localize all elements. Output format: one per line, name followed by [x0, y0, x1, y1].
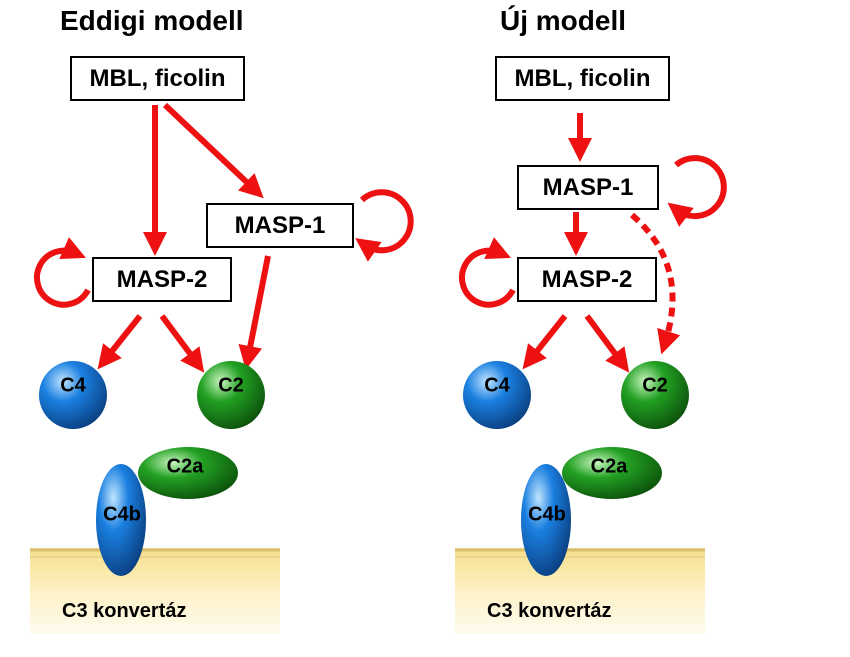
left-panel-graphics [30, 102, 414, 634]
left-masp2-autoactivation-arrow [34, 237, 91, 308]
left-masp2-box: MASP-2 [92, 257, 232, 302]
left-panel-title: Eddigi modell [60, 5, 244, 36]
left-arrow-masp2-to-c4 [97, 314, 143, 370]
right-c3-convertase-label: C3 konvertáz [487, 600, 612, 622]
left-arrow-masp1-to-c2 [238, 255, 271, 370]
right-masp1-autoactivation-arrow [667, 155, 727, 227]
right-c2a-ellipse [562, 447, 662, 499]
right-arrow-masp2-to-c2 [584, 314, 630, 373]
right-panel-title: Új modell [500, 5, 627, 36]
right-c4-sphere [463, 361, 531, 429]
right-membrane [455, 548, 705, 634]
right-mbl-ficolin-box: MBL, ficolin [495, 56, 670, 101]
right-panel-graphics [455, 113, 727, 634]
right-c4b-ellipse [521, 464, 571, 576]
left-membrane [30, 548, 280, 634]
left-c4b-label: C4b [103, 503, 141, 526]
left-c2a-label: C2a [166, 455, 204, 478]
right-masp2-autoactivation-arrow [459, 237, 516, 308]
right-c2a-label: C2a [590, 455, 628, 478]
left-masp1-box: MASP-1 [206, 203, 354, 248]
left-c4-sphere [39, 361, 107, 429]
right-masp1-box: MASP-1 [517, 165, 659, 210]
left-c2-label: C2 [218, 374, 244, 397]
right-arrow-masp2-to-c4 [522, 314, 568, 370]
left-c3-convertase-label: C3 konvertáz [62, 600, 187, 622]
left-c4-label: C4 [60, 374, 86, 397]
right-c2-label: C2 [642, 374, 668, 397]
left-mbl-ficolin-box: MBL, ficolin [70, 56, 245, 101]
right-arrow-masp1-to-c2-dashed [630, 212, 681, 355]
left-arrow-mbl-to-masp1 [162, 102, 264, 199]
left-c2-sphere [197, 361, 265, 429]
right-c2-sphere [621, 361, 689, 429]
right-c4-label: C4 [484, 374, 510, 397]
right-masp2-box: MASP-2 [517, 257, 657, 302]
left-c4b-ellipse [96, 464, 146, 576]
left-arrow-masp2-to-c2 [159, 314, 205, 373]
left-masp1-autoactivation-arrow [355, 189, 414, 262]
left-c2a-ellipse [138, 447, 238, 499]
right-c4b-label: C4b [528, 503, 566, 526]
